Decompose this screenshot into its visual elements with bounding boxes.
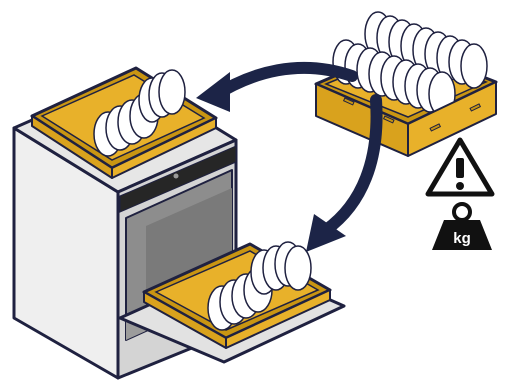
full-basket[interactable] [316, 12, 496, 156]
power-button-icon[interactable] [174, 174, 179, 179]
plate [461, 44, 487, 88]
plate [285, 246, 311, 290]
weight-label: kg [453, 230, 471, 247]
kettlebell-weight-icon: kg [432, 204, 492, 250]
plate [159, 70, 185, 114]
arrow-head-upper [196, 72, 230, 112]
warning-triangle-icon [428, 140, 492, 194]
